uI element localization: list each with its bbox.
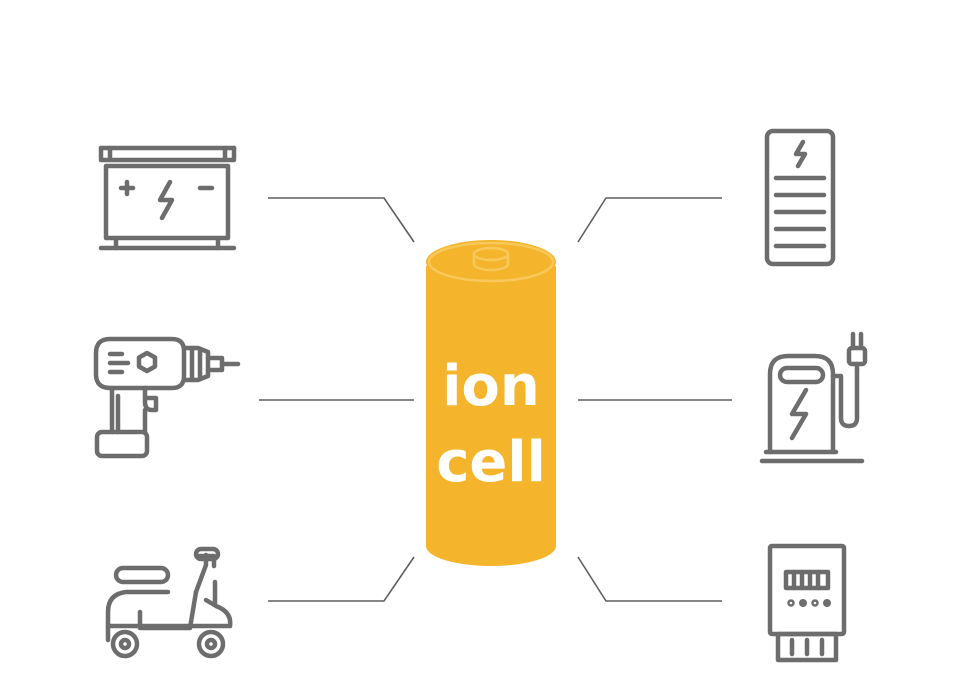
electricity-meter-icon bbox=[767, 543, 847, 663]
ev-charging-station-icon bbox=[759, 331, 868, 464]
battery-top-rim bbox=[427, 241, 555, 283]
connectors bbox=[259, 197, 732, 602]
power-drill-icon bbox=[93, 336, 241, 459]
scooter-icon bbox=[105, 546, 233, 659]
connector-bottom-left bbox=[268, 556, 415, 602]
connector-top-right bbox=[577, 197, 722, 243]
battery-body bbox=[426, 266, 556, 566]
power-bank-icon bbox=[764, 128, 836, 267]
battery-label-line2: cell bbox=[436, 430, 546, 495]
battery-label-line1: ion bbox=[442, 354, 540, 419]
battery-terminal-top bbox=[472, 246, 510, 262]
connector-top-left bbox=[268, 197, 415, 243]
car-battery-icon bbox=[98, 145, 237, 251]
connector-bottom-right bbox=[577, 556, 722, 602]
ion-cell-battery: ion cell bbox=[426, 240, 556, 566]
